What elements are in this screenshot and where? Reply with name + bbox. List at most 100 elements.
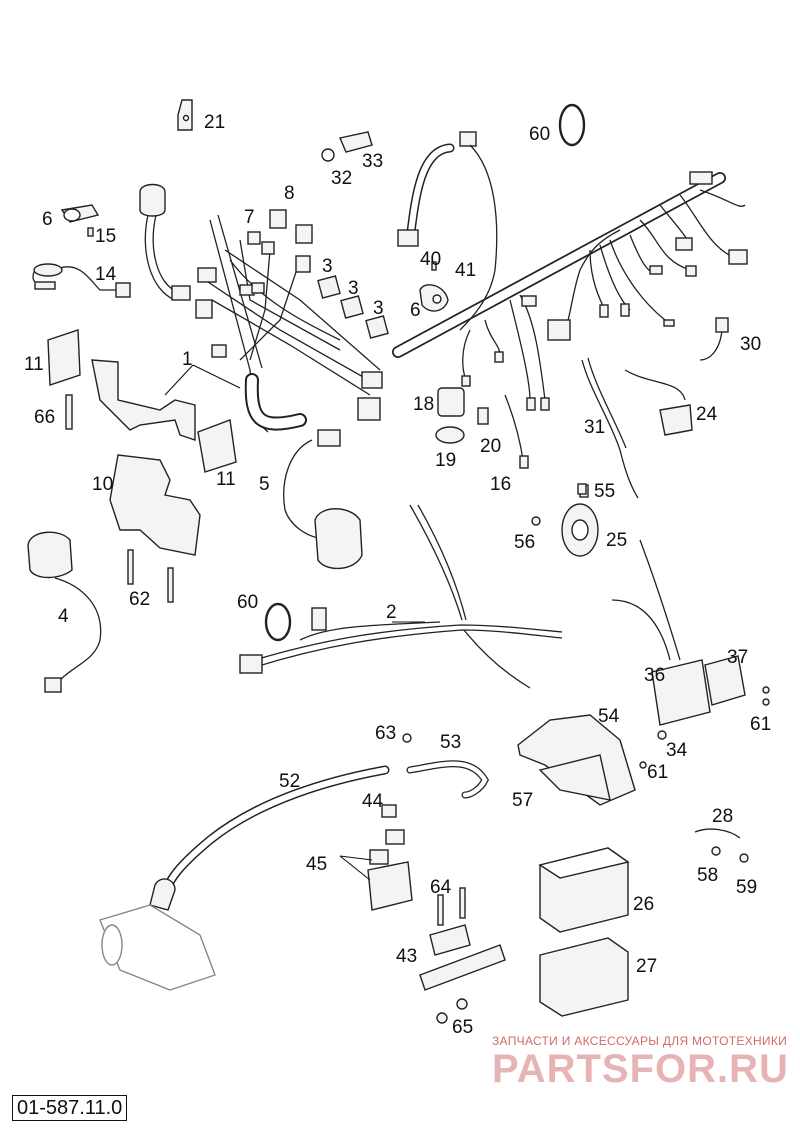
part-36-regulator <box>611 539 746 726</box>
callout-10: 10 <box>92 474 113 495</box>
callout-19: 19 <box>435 450 456 471</box>
part-2-harness <box>239 504 563 689</box>
callout-64: 64 <box>430 877 452 898</box>
callout-3: 3 <box>322 256 333 277</box>
part-28-cable <box>694 828 741 839</box>
callout-41: 41 <box>455 260 476 281</box>
callout-24: 24 <box>696 404 718 425</box>
callout-7: 7 <box>244 207 255 228</box>
part-21-bracket <box>177 99 193 131</box>
callout-15: 15 <box>95 226 116 247</box>
callout-56: 56 <box>514 532 535 553</box>
callout-32: 32 <box>331 168 352 189</box>
main-wiring-harness <box>195 171 748 433</box>
callout-58: 58 <box>697 865 718 886</box>
callout-labels: 1 2 3 3 3 4 5 6 6 7 8 10 11 11 14 15 16 … <box>24 112 771 1038</box>
part-7-8-connectors <box>247 209 313 273</box>
part-43-64-mount <box>419 887 506 991</box>
callout-52: 52 <box>279 771 300 792</box>
callout-60: 60 <box>529 124 550 145</box>
part-3-grommets <box>317 275 389 339</box>
callout-11: 11 <box>24 354 44 375</box>
callout-25: 25 <box>606 530 627 551</box>
part-11-plate-right <box>197 419 237 473</box>
part-4-headlight-switch <box>27 531 102 693</box>
part-18-capacitor <box>437 387 465 417</box>
callout-53: 53 <box>440 732 461 753</box>
part-starter-relay-cable <box>139 183 191 301</box>
part-44-45-relay <box>367 804 413 911</box>
callout-61: 61 <box>647 762 668 783</box>
callout-61: 61 <box>750 714 771 735</box>
callout-3: 3 <box>348 278 359 299</box>
callout-1: 1 <box>182 349 193 370</box>
callout-59: 59 <box>736 877 757 898</box>
part-6-15-holder <box>60 204 100 237</box>
part-54-57-cover <box>517 714 636 806</box>
callout-2: 2 <box>386 602 397 623</box>
part-25-horn <box>561 484 599 557</box>
callout-5: 5 <box>259 474 270 495</box>
callout-27: 27 <box>636 956 657 977</box>
callout-57: 57 <box>512 790 533 811</box>
watermark-caption: ЗАПЧАСТИ И АКСЕССУАРЫ ДЛЯ МОТОТЕХНИКИ <box>492 1034 787 1048</box>
callout-11: 11 <box>216 469 236 490</box>
callout-28: 28 <box>712 806 733 827</box>
callout-4: 4 <box>58 606 69 627</box>
part-14-sensor <box>32 263 131 298</box>
starter-motor <box>99 904 216 991</box>
part-55-56-hardware <box>531 483 587 526</box>
callout-20: 20 <box>480 436 501 457</box>
part-58-59-screws <box>711 846 749 863</box>
callout-65: 65 <box>452 1017 473 1038</box>
callout-34: 34 <box>666 740 688 761</box>
watermark: ЗАПЧАСТИ И АКСЕССУАРЫ ДЛЯ МОТОТЕХНИКИ PA… <box>492 1034 789 1091</box>
callout-63: 63 <box>375 723 396 744</box>
callout-3: 3 <box>373 298 384 319</box>
leader-lines <box>164 364 425 881</box>
part-16-switch <box>504 394 529 469</box>
callout-43: 43 <box>396 946 417 967</box>
part-53-cable <box>402 733 489 799</box>
callout-33: 33 <box>362 151 383 172</box>
part-27-battery-box <box>539 937 629 1017</box>
callout-16: 16 <box>490 474 511 495</box>
part-1-bracket <box>91 359 196 441</box>
part-65-nuts <box>436 998 468 1024</box>
document-id: 01-587.11.0 <box>12 1095 128 1121</box>
callout-8: 8 <box>284 183 295 204</box>
part-37-61-bolts <box>639 686 770 769</box>
callout-26: 26 <box>633 894 654 915</box>
callout-18: 18 <box>413 394 434 415</box>
callout-14: 14 <box>95 264 117 285</box>
callout-6: 6 <box>410 300 421 321</box>
watermark-brand: PARTSFOR.RU <box>492 1047 789 1091</box>
callout-55: 55 <box>594 481 615 502</box>
part-60-clamp-top <box>558 103 586 147</box>
callout-31: 31 <box>584 417 605 438</box>
part-32-33-plug <box>321 131 373 162</box>
callout-21: 21 <box>204 112 225 133</box>
part-6-40-41-holder <box>419 261 449 312</box>
part-24-switch <box>624 369 693 436</box>
part-31-wiring <box>581 357 639 499</box>
callout-30: 30 <box>740 334 761 355</box>
part-19-rubber <box>435 426 465 444</box>
part-62-bolts <box>127 549 174 603</box>
ignition-lead <box>397 131 498 331</box>
callout-62: 62 <box>129 589 150 610</box>
callout-60: 60 <box>237 592 258 613</box>
callout-40: 40 <box>420 249 441 270</box>
part-20-clip <box>477 407 489 425</box>
part-30-sensor <box>699 317 729 361</box>
part-26-battery <box>538 847 630 933</box>
callout-44: 44 <box>362 791 384 812</box>
callout-66: 66 <box>34 407 55 428</box>
part-52-battery-cable <box>149 765 390 911</box>
part-66-pin <box>65 394 73 430</box>
callout-37: 37 <box>727 647 748 668</box>
callout-54: 54 <box>598 706 620 727</box>
part-11-plate-left <box>47 329 81 386</box>
callout-36: 36 <box>644 665 665 686</box>
